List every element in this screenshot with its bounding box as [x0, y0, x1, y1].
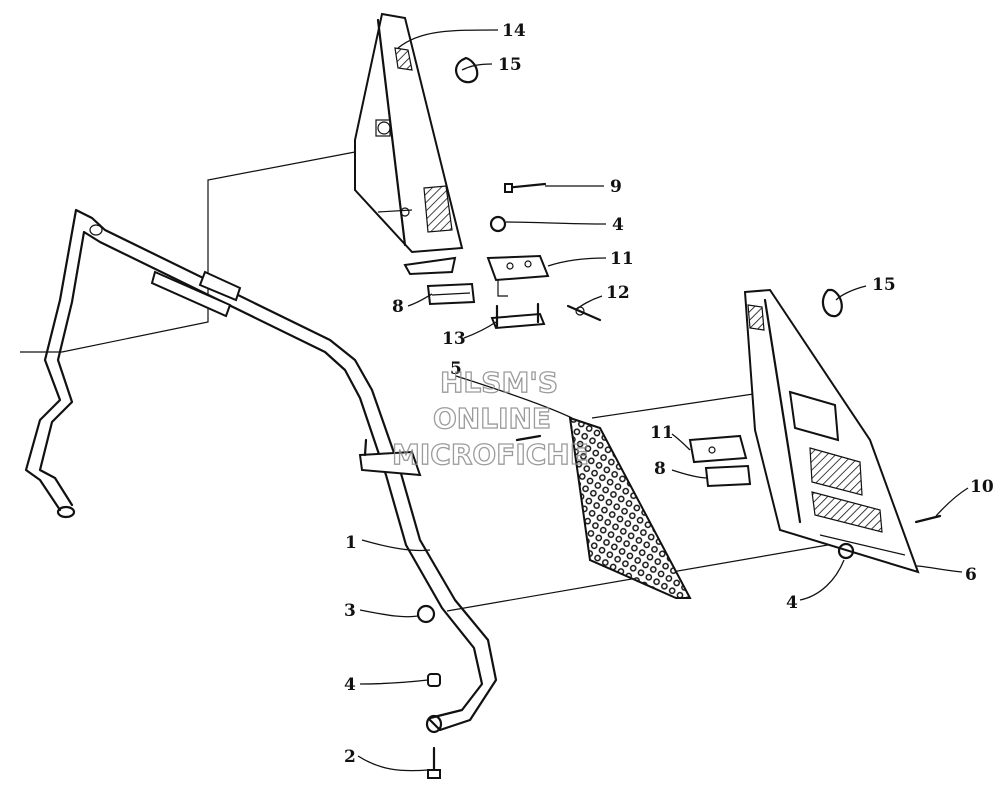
callout-4: 4 — [786, 593, 798, 613]
callout-8: 8 — [654, 459, 666, 479]
fasteners — [416, 56, 942, 779]
hinge-bracket-part-11-lower — [688, 434, 748, 464]
latch-plate-part-13 — [490, 302, 546, 330]
latch-part-8-lower — [704, 464, 752, 488]
side-panel-part-6 — [743, 288, 920, 574]
callout-1: 1 — [345, 533, 357, 553]
watermark-line-3: MICROFICHE — [392, 438, 589, 471]
callout-2: 2 — [344, 747, 356, 767]
callout-5: 5 — [450, 359, 462, 379]
callout-15: 15 — [498, 55, 522, 75]
callout-3: 3 — [344, 601, 356, 621]
mesh-screen-part-5 — [568, 416, 692, 599]
hinge-bracket-part-11-upper — [486, 254, 550, 297]
watermark: HLSM'S ONLINE MICROFICHE — [391, 365, 589, 471]
callout-leaders — [357, 29, 969, 772]
callout-10: 10 — [970, 477, 994, 497]
callout-9: 9 — [610, 177, 622, 197]
callout-6: 6 — [965, 565, 977, 585]
callout-13: 13 — [442, 329, 466, 349]
side-panel-part-14 — [354, 12, 464, 276]
callout-11: 11 — [610, 249, 634, 269]
frame-tube-part-1 — [24, 208, 498, 734]
callout-11: 11 — [650, 423, 674, 443]
watermark-line-1: HLSM'S — [440, 366, 558, 399]
callout-15: 15 — [872, 275, 896, 295]
callout-14: 14 — [502, 21, 526, 41]
watermark-line-2: ONLINE — [433, 402, 551, 435]
callout-4: 4 — [344, 675, 356, 695]
callout-12: 12 — [606, 283, 630, 303]
callout-labels: 14 15 9 4 11 8 12 13 15 5 11 8 10 1 6 4 … — [344, 21, 994, 767]
callout-8: 8 — [392, 297, 404, 317]
latch-part-8-upper — [426, 282, 476, 306]
callout-4: 4 — [612, 215, 624, 235]
